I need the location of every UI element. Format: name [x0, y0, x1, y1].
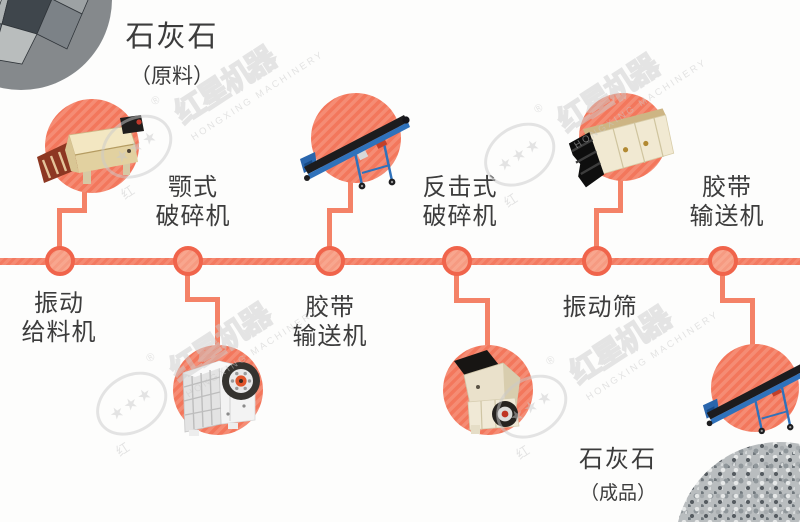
belt-conveyor-illustration [702, 364, 800, 435]
raw-material-caption: 石灰石 （原料） [72, 13, 272, 90]
jaw-crusher-photo [173, 345, 263, 436]
flow-node-jaw-crusher [173, 246, 203, 276]
connector-jaw-crusher [185, 297, 220, 302]
connector-impact-crusher [454, 298, 490, 303]
vibrating-feeder-illustration [37, 115, 144, 184]
impact-crusher-illustration [454, 350, 521, 434]
connector-belt-conveyor-1 [327, 208, 332, 248]
flow-node-belt-conveyor-2 [708, 246, 738, 276]
vibrating-screen-photo [568, 93, 675, 188]
jaw-crusher-illustration [182, 360, 260, 436]
belt-conveyor-2-photo [702, 344, 800, 435]
connector-feeder [82, 186, 87, 212]
limestone-rocks-illustration [0, 0, 89, 65]
product-caption: 石灰石 （成品） [518, 439, 718, 505]
limestone-raw-photo [0, 0, 112, 90]
flow-node-impact-crusher [442, 246, 472, 276]
flow-node-belt-conveyor-1 [315, 246, 345, 276]
flow-main-line [0, 258, 800, 265]
connector-feeder [57, 208, 62, 250]
product-name: 石灰石 [579, 446, 657, 473]
connector-feeder [57, 208, 87, 213]
connector-belt-conveyor-2 [720, 298, 755, 303]
connector-vibrating-screen [618, 176, 623, 212]
connector-vibrating-screen [594, 208, 623, 213]
impact-crusher-label: 反击式 破碎机 [422, 174, 498, 230]
flow-node-vibrating-feeder [45, 246, 75, 276]
impact-crusher-photo [443, 345, 533, 435]
connector-belt-conveyor-2 [750, 298, 755, 346]
belt-conveyor-2-label: 胶带 输送机 [689, 174, 765, 230]
raw-material-name: 石灰石 [125, 21, 219, 53]
vibrating-feeder-label: 振动 给料机 [21, 290, 97, 346]
connector-belt-conveyor-1 [327, 208, 353, 213]
vibrating-screen-label: 振动筛 [562, 294, 638, 321]
vibrating-screen-illustration [568, 108, 675, 188]
brand-star-emblem-icon: ★★★ ® 红 [84, 351, 180, 459]
raw-material-state: （原料） [130, 65, 214, 88]
vibrating-feeder-photo [37, 99, 144, 193]
brand-name-cn: 红星机器 [563, 301, 677, 391]
belt-conveyor-1-photo [300, 93, 410, 190]
connector-belt-conveyor-1 [348, 176, 353, 212]
connector-jaw-crusher [215, 297, 220, 349]
connector-belt-conveyor-2 [720, 274, 725, 303]
product-state: （成品） [579, 483, 656, 504]
belt-conveyor-illustration [300, 115, 410, 190]
flow-node-vibrating-screen [582, 246, 612, 276]
connector-impact-crusher [454, 274, 459, 303]
jaw-crusher-label: 颚式 破碎机 [155, 174, 231, 230]
connector-vibrating-screen [594, 208, 599, 248]
connector-jaw-crusher [185, 274, 190, 302]
connector-impact-crusher [485, 298, 490, 347]
belt-conveyor-1-label: 胶带 输送机 [292, 294, 368, 350]
